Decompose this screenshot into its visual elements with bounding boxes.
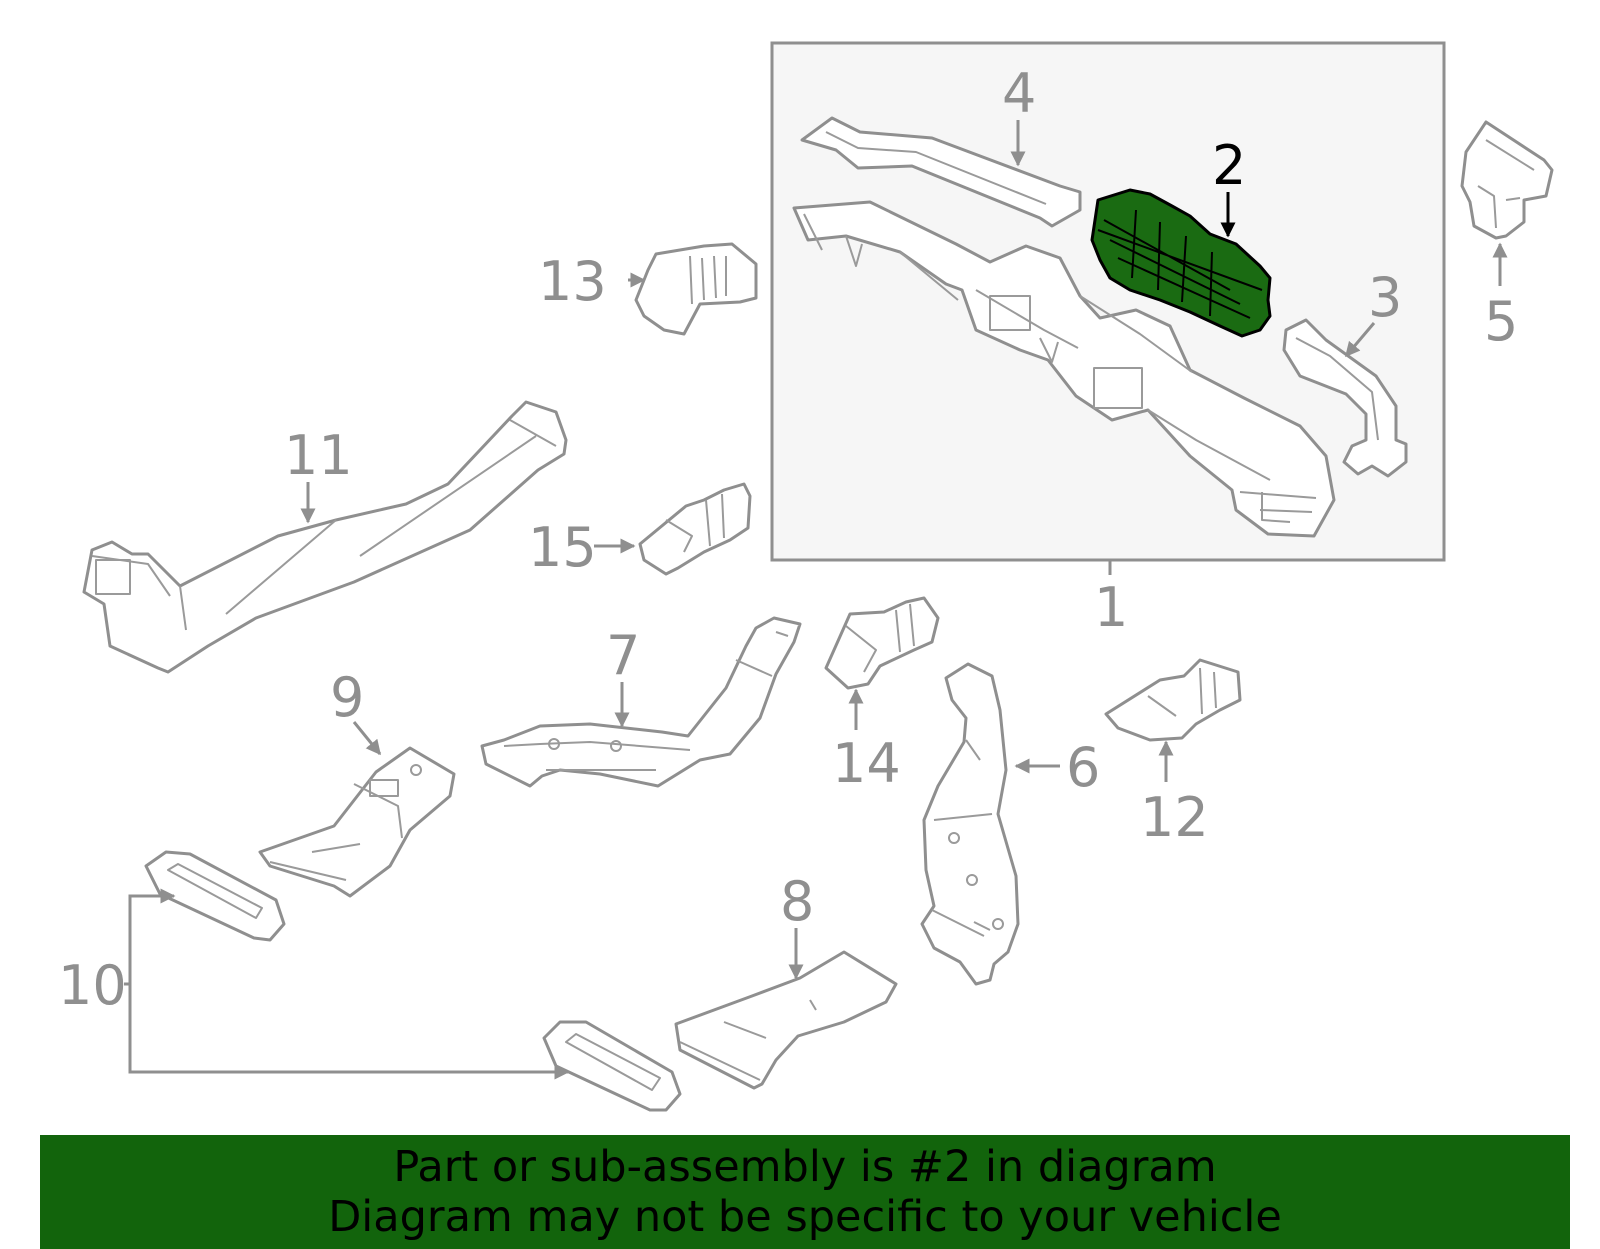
callout-3: 3 [1368,266,1402,329]
callout-6: 6 [1066,736,1100,799]
part-8-floor-duct [674,950,898,1090]
part-10-outlet-upper [144,850,286,942]
callout-9-leader [352,721,382,756]
banner-line-1: Part or sub-assembly is #2 in diagram [393,1142,1217,1192]
callout-14: 14 [832,732,901,795]
callout-9: 9 [330,666,364,729]
part-9-floor-duct [258,746,456,898]
callout-2: 2 [1212,134,1246,197]
banner-line-2: Diagram may not be specific to your vehi… [328,1192,1282,1242]
main-duct-assembly [792,200,1336,538]
callout-5: 5 [1484,290,1518,353]
callout-4: 4 [1002,62,1036,125]
callout-10: 10 [58,954,127,1017]
part-7-duct [480,616,802,788]
part-13-vent [634,242,758,336]
callout-7: 7 [606,624,640,687]
callout-13: 13 [538,250,607,313]
info-banner: Part or sub-assembly is #2 in diagram Di… [40,1135,1570,1249]
callout-1: 1 [1094,576,1128,639]
part-15-vent [638,482,752,576]
callout-15: 15 [528,516,597,579]
part-12-vent [1104,658,1242,742]
callout-12: 12 [1140,786,1209,849]
part-10-outlet-lower [542,1020,682,1112]
part-4-duct [800,116,1082,228]
assembly-inset-box [770,41,1446,562]
callout-11: 11 [284,424,353,487]
part-3-side-duct [1282,318,1408,478]
part-2-center-vent-highlighted [1090,188,1272,338]
callout-10-bracket [128,894,570,1080]
part-5-side-vent [1460,120,1554,240]
callout-3-leader [1344,322,1376,358]
part-11-left-duct [82,400,568,674]
part-14-vent [824,596,940,690]
part-6-vertical-duct [920,662,1020,986]
info-banner-bg [40,1135,1570,1249]
callout-8: 8 [780,870,814,933]
